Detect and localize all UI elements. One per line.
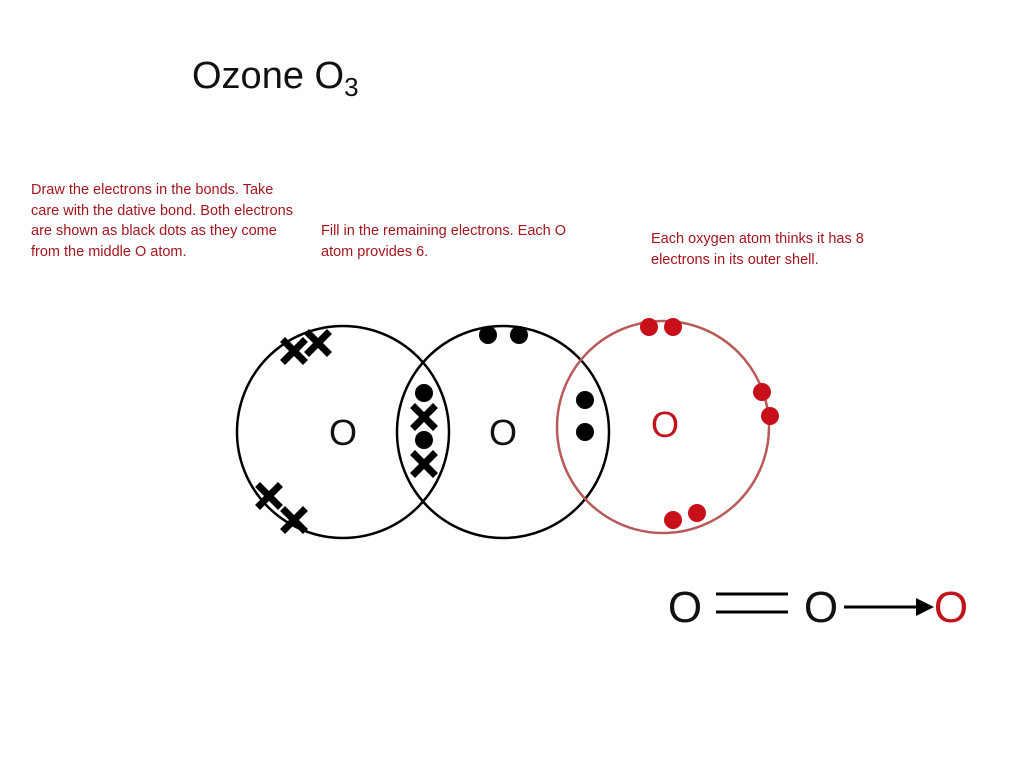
electron-dot-red [761,407,779,425]
electron-dot [510,326,528,344]
electron-dot [576,391,594,409]
atom-symbol-left: O [329,412,357,453]
electron-cross [415,455,433,473]
electron-dot-red [753,383,771,401]
instruction-bonds: Draw the electrons in the bonds. Take ca… [31,182,293,260]
electron-cross [285,342,303,360]
electron-dot-red [640,318,658,336]
electron-dot-red [664,511,682,529]
electron-cross [415,408,433,426]
electron-dot [576,423,594,441]
formula-atom-1: O [668,583,702,632]
dative-arrowhead [916,598,934,616]
electron-dot [415,431,433,449]
instruction-remaining: Fill in the remaining electrons. Each O … [321,223,566,260]
electron-dot [415,384,433,402]
instruction-outer-shell: Each oxygen atom thinks it has 8 electro… [651,231,864,268]
formula-atom-3: O [934,583,968,632]
atom-symbol-right: O [651,404,679,445]
electron-dot-red [664,318,682,336]
electron-cross [260,487,278,505]
title-text: Ozone O [192,55,345,97]
atom-shell-right [555,319,771,535]
electron-dot [479,326,497,344]
atom-symbol-middle: O [489,412,517,453]
page-title: Ozone O3 [192,55,359,100]
atom-shell-middle [395,324,611,540]
electron-cross [309,334,327,352]
atom-shell-left [235,324,451,540]
formula-atom-2: O [804,583,838,632]
electron-dot-red [688,504,706,522]
title-subscript: 3 [344,72,359,102]
structural-formula: O O O [668,583,968,632]
